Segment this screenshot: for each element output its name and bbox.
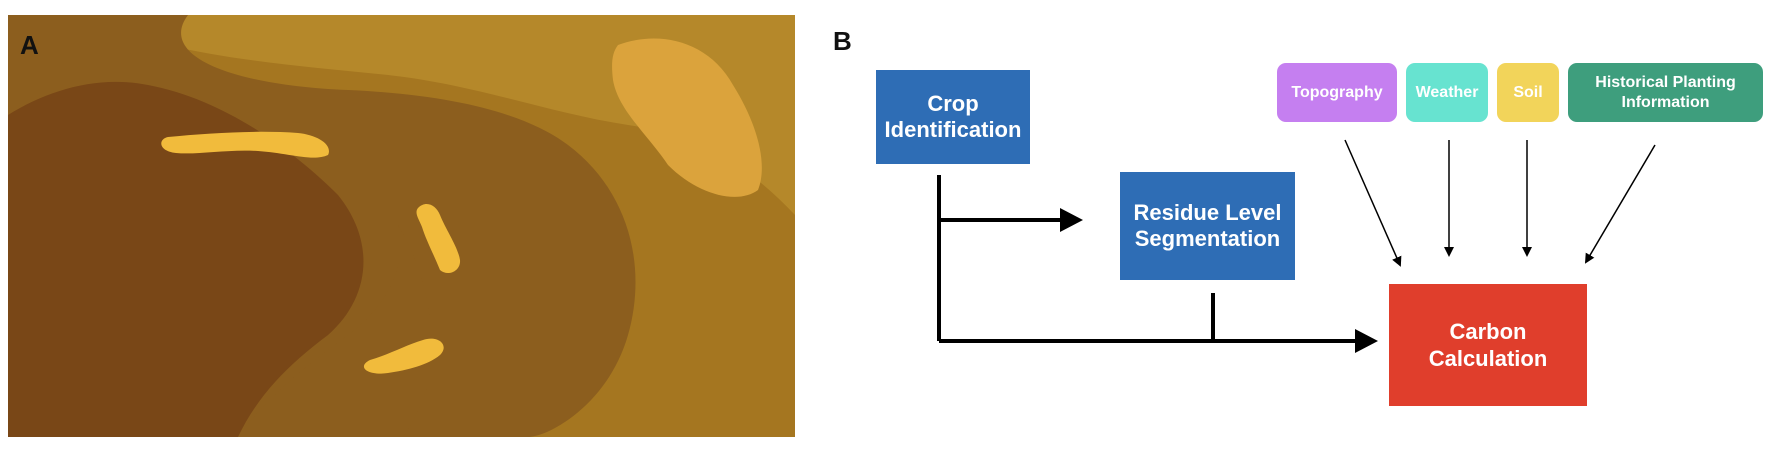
map-patch-large — [612, 38, 762, 197]
map-patch-2 — [416, 204, 461, 274]
weather-label: Weather — [1415, 83, 1479, 101]
weather-input-box: Weather — [1406, 63, 1488, 122]
historical-planting-input-box: Historical Planting Information — [1568, 63, 1763, 122]
crop-identification-label: Crop Identification — [884, 90, 1022, 142]
map-region-medium-lower — [238, 225, 432, 437]
carbon-calculation-label: Carbon Calculation — [1428, 318, 1548, 372]
topography-input-box: Topography — [1277, 63, 1397, 122]
panel-a-label: A — [20, 30, 39, 60]
map-patch-3 — [363, 338, 444, 374]
carbon-calculation-box: Carbon Calculation — [1389, 284, 1587, 406]
soil-label: Soil — [1513, 83, 1543, 101]
soil-input-box: Soil — [1497, 63, 1559, 122]
panel-b-label: B — [833, 26, 852, 56]
crop-identification-box: Crop Identification — [876, 70, 1030, 164]
residue-segmentation-box: Residue Level Segmentation — [1120, 172, 1295, 280]
topography-label: Topography — [1291, 83, 1383, 101]
map-patch-1 — [161, 131, 329, 158]
residue-segmentation-map — [8, 15, 795, 437]
historical-planting-label: Historical Planting Information — [1595, 74, 1736, 111]
crop-to-residue-arrowhead — [1060, 208, 1083, 232]
residue-segmentation-label: Residue Level Segmentation — [1133, 199, 1282, 251]
crop-to-carbon-arrowhead — [1355, 329, 1378, 353]
historical-arrow — [1584, 144, 1656, 264]
topography-arrow — [1344, 139, 1402, 267]
map-region-dark — [8, 81, 364, 437]
